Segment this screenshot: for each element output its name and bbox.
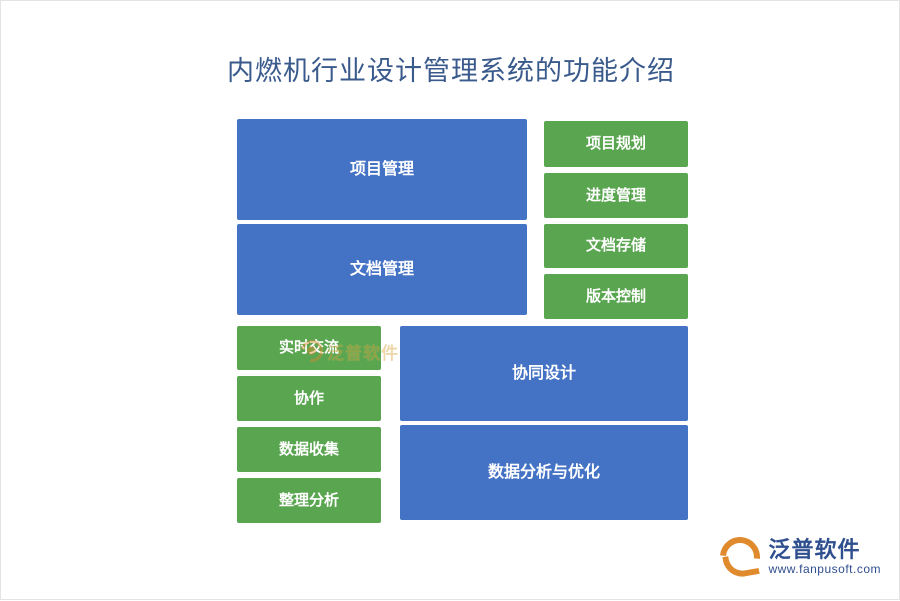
block-label: 协同设计	[511, 364, 576, 382]
block-sorting-analysis: 整理分析	[237, 478, 381, 523]
block-label: 项目规划	[585, 135, 646, 152]
block-version-control: 版本控制	[544, 274, 688, 319]
brand-url: www.fanpusoft.com	[768, 561, 881, 576]
block-data-analysis-optimization: 数据分析与优化	[400, 425, 688, 520]
block-label: 版本控制	[585, 287, 646, 305]
block-progress-management: 进度管理	[544, 173, 688, 218]
block-label: 整理分析	[278, 491, 339, 509]
block-label: 实时交流	[278, 339, 339, 356]
block-label: 进度管理	[585, 186, 646, 204]
block-label: 文档存储	[585, 237, 646, 254]
block-realtime-communication: 实时交流	[237, 326, 381, 370]
block-collaborative-design: 协同设计	[400, 326, 688, 421]
brand-logo-icon	[712, 528, 769, 586]
brand-name: 泛普软件	[768, 537, 861, 563]
page-title: 内燃机行业设计管理系统的功能介绍	[227, 56, 675, 86]
block-document-storage: 文档存储	[544, 224, 688, 268]
block-data-collection: 数据收集	[237, 427, 381, 472]
block-label: 数据收集	[278, 440, 339, 458]
block-project-planning: 项目规划	[544, 121, 688, 167]
block-cooperation: 协作	[237, 376, 381, 421]
block-project-management: 项目管理	[237, 119, 527, 220]
brand-logo-text: 泛普软件 www.fanpusoft.com	[768, 537, 881, 576]
block-label: 项目管理	[349, 160, 414, 178]
block-label: 数据分析与优化	[487, 463, 600, 481]
block-label: 文档管理	[349, 260, 414, 278]
block-label: 协作	[293, 389, 324, 407]
brand-logo: 泛普软件 www.fanpusoft.com	[712, 528, 881, 586]
block-document-management: 文档管理	[237, 224, 527, 315]
